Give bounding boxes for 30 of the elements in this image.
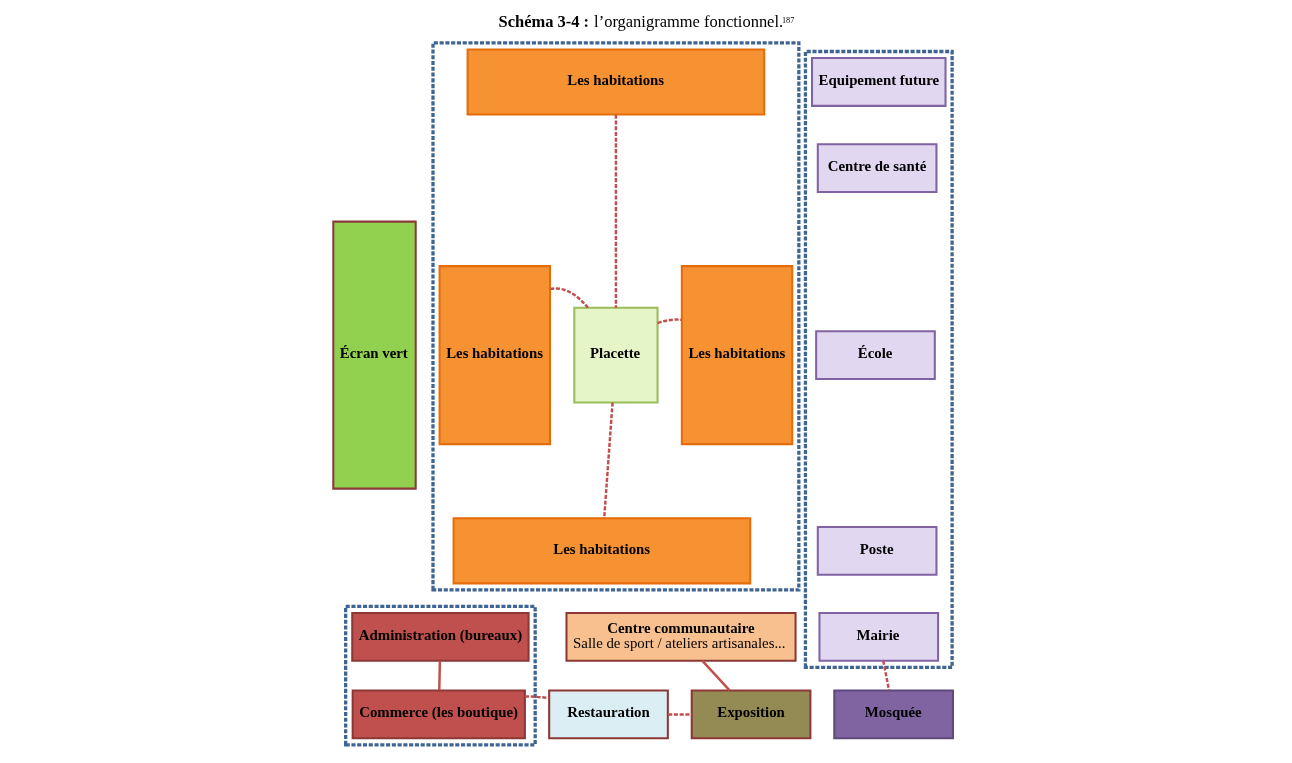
node-box: Les habitations bbox=[438, 265, 552, 446]
node-box: Commerce (les boutique) bbox=[351, 689, 526, 740]
connector bbox=[614, 114, 618, 308]
diagram-title: Schéma 3-4 : l’organigramme fonctionnel.$^{187}$ bbox=[498, 12, 795, 32]
node-box: Écran vert bbox=[332, 220, 417, 490]
node-box: Administration (bureaux) bbox=[351, 612, 530, 662]
node-box: Centre communautaire Salle de sport / ateliers artisanales... bbox=[565, 612, 797, 662]
connector bbox=[657, 318, 682, 325]
cluster bbox=[803, 49, 954, 670]
node-box: Exposition bbox=[690, 689, 812, 740]
node-box: Mairie bbox=[818, 612, 940, 662]
node-box: Les habitations bbox=[452, 517, 752, 585]
node-box: Restauration bbox=[548, 689, 669, 740]
node-box: Les habitations bbox=[680, 265, 794, 446]
node-box: Les habitations bbox=[466, 48, 766, 116]
node-box: Equipement future bbox=[811, 57, 947, 107]
connector bbox=[668, 713, 692, 716]
connector bbox=[438, 660, 442, 691]
connector bbox=[701, 660, 731, 692]
connector bbox=[550, 287, 589, 309]
node-box: École bbox=[815, 330, 936, 381]
cluster bbox=[344, 604, 537, 747]
connector bbox=[882, 660, 891, 691]
connector bbox=[524, 695, 550, 700]
node-box: Poste bbox=[816, 525, 938, 576]
connector bbox=[602, 402, 614, 519]
node-box: Placette bbox=[573, 306, 659, 404]
cluster bbox=[431, 41, 801, 592]
node-box: Centre de santé bbox=[816, 143, 938, 193]
node-box: Mosquée bbox=[833, 689, 954, 740]
